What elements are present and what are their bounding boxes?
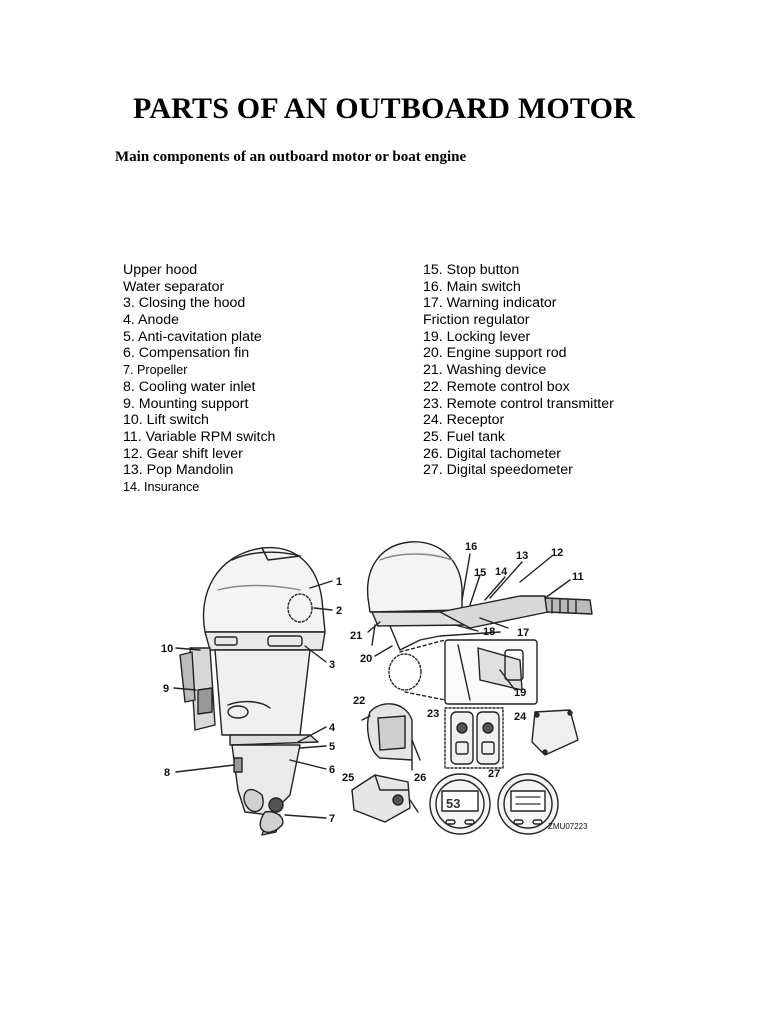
callout-5: 5 [329,741,335,753]
callout-22: 22 [353,695,365,707]
part-item: 14. Insurance [123,479,200,494]
callout-1: 1 [336,576,342,588]
part-item: 21. Washing device [423,362,547,379]
callout-9: 9 [163,683,169,695]
tachometer-readout: 53 [446,796,460,811]
callout-21: 21 [350,630,362,642]
callout-16: 16 [465,541,477,553]
callout-3: 3 [329,659,335,671]
callout-15: 15 [474,567,486,579]
part-item: 12. Gear shift lever [123,445,243,462]
part-item: 15. Stop button [423,262,520,278]
part-item: 4. Anode [123,312,180,329]
callout-8: 8 [164,767,170,779]
callout-20: 20 [360,653,372,665]
part-item: 20. Engine support rod [423,345,567,362]
locking-lever-zoom-illustration [444,639,538,705]
figure-code: ZMU07223 [548,822,588,831]
part-item: 27. Digital speedometer [423,462,573,479]
fuel-tank-illustration [351,774,419,823]
part-item: 24. Receptor [423,412,505,429]
page-title: PARTS OF AN OUTBOARD MOTOR [133,92,635,125]
part-item: 10. Lift switch [123,412,209,429]
callout-6: 6 [329,764,335,776]
part-item: 23. Remote control transmitter [423,395,614,412]
callout-10: 10 [161,643,173,655]
callout-2: 2 [336,605,342,617]
part-item: 25. Fuel tank [423,428,506,445]
part-item: 19. Locking lever [423,328,531,345]
callout-13: 13 [516,550,528,562]
outboard-motor-illustration [173,546,333,836]
part-item: 6. Compensation fin [123,345,250,362]
part-item: 7. Propeller [123,363,188,378]
speedometer-illustration [497,773,559,835]
part-item: Water separator [123,278,225,295]
tachometer-illustration [429,773,491,835]
remote-control-box-illustration [361,703,421,771]
callout-19: 19 [514,687,526,699]
callout-12: 12 [551,547,563,559]
callout-14: 14 [495,566,508,578]
part-item: 13. Pop Mandolin [123,462,234,479]
callout-25: 25 [342,772,354,784]
remote-transmitter-illustration [444,707,504,769]
parts-list-left: Upper hood Water separator 3. Closing th… [123,262,413,496]
callout-23: 23 [427,708,439,720]
part-item: 11. Variable RPM switch [123,428,276,445]
tiller-detail-illustration [366,541,593,657]
parts-list-right: 15. Stop button 16. Main switch 17. Warn… [423,262,723,479]
part-item: 5. Anti-cavitation plate [123,328,262,345]
part-item: 17. Warning indicator [423,295,557,312]
part-item: Friction regulator [423,312,530,329]
page-subtitle: Main components of an outboard motor or … [115,149,467,165]
part-item: 9. Mounting support [123,395,249,412]
callout-17: 17 [517,627,529,639]
part-item: 8. Cooling water inlet [123,378,256,395]
callout-18: 18 [483,626,495,638]
callout-4: 4 [329,722,336,734]
callout-26: 26 [414,772,426,784]
outboard-motor-diagram: 53 1 2 3 4 5 6 7 8 9 10 11 12 13 14 15 1… [161,541,593,836]
callout-27: 27 [488,768,500,780]
callout-11: 11 [572,571,584,583]
part-item: Upper hood [123,262,198,278]
receptor-illustration [531,709,579,756]
part-item: 3. Closing the hood [123,295,246,312]
callout-7: 7 [329,813,335,825]
part-item: 16. Main switch [423,278,521,295]
callout-24: 24 [514,711,527,723]
part-item: 22. Remote control box [423,378,570,395]
part-item: 26. Digital tachometer [423,445,562,462]
